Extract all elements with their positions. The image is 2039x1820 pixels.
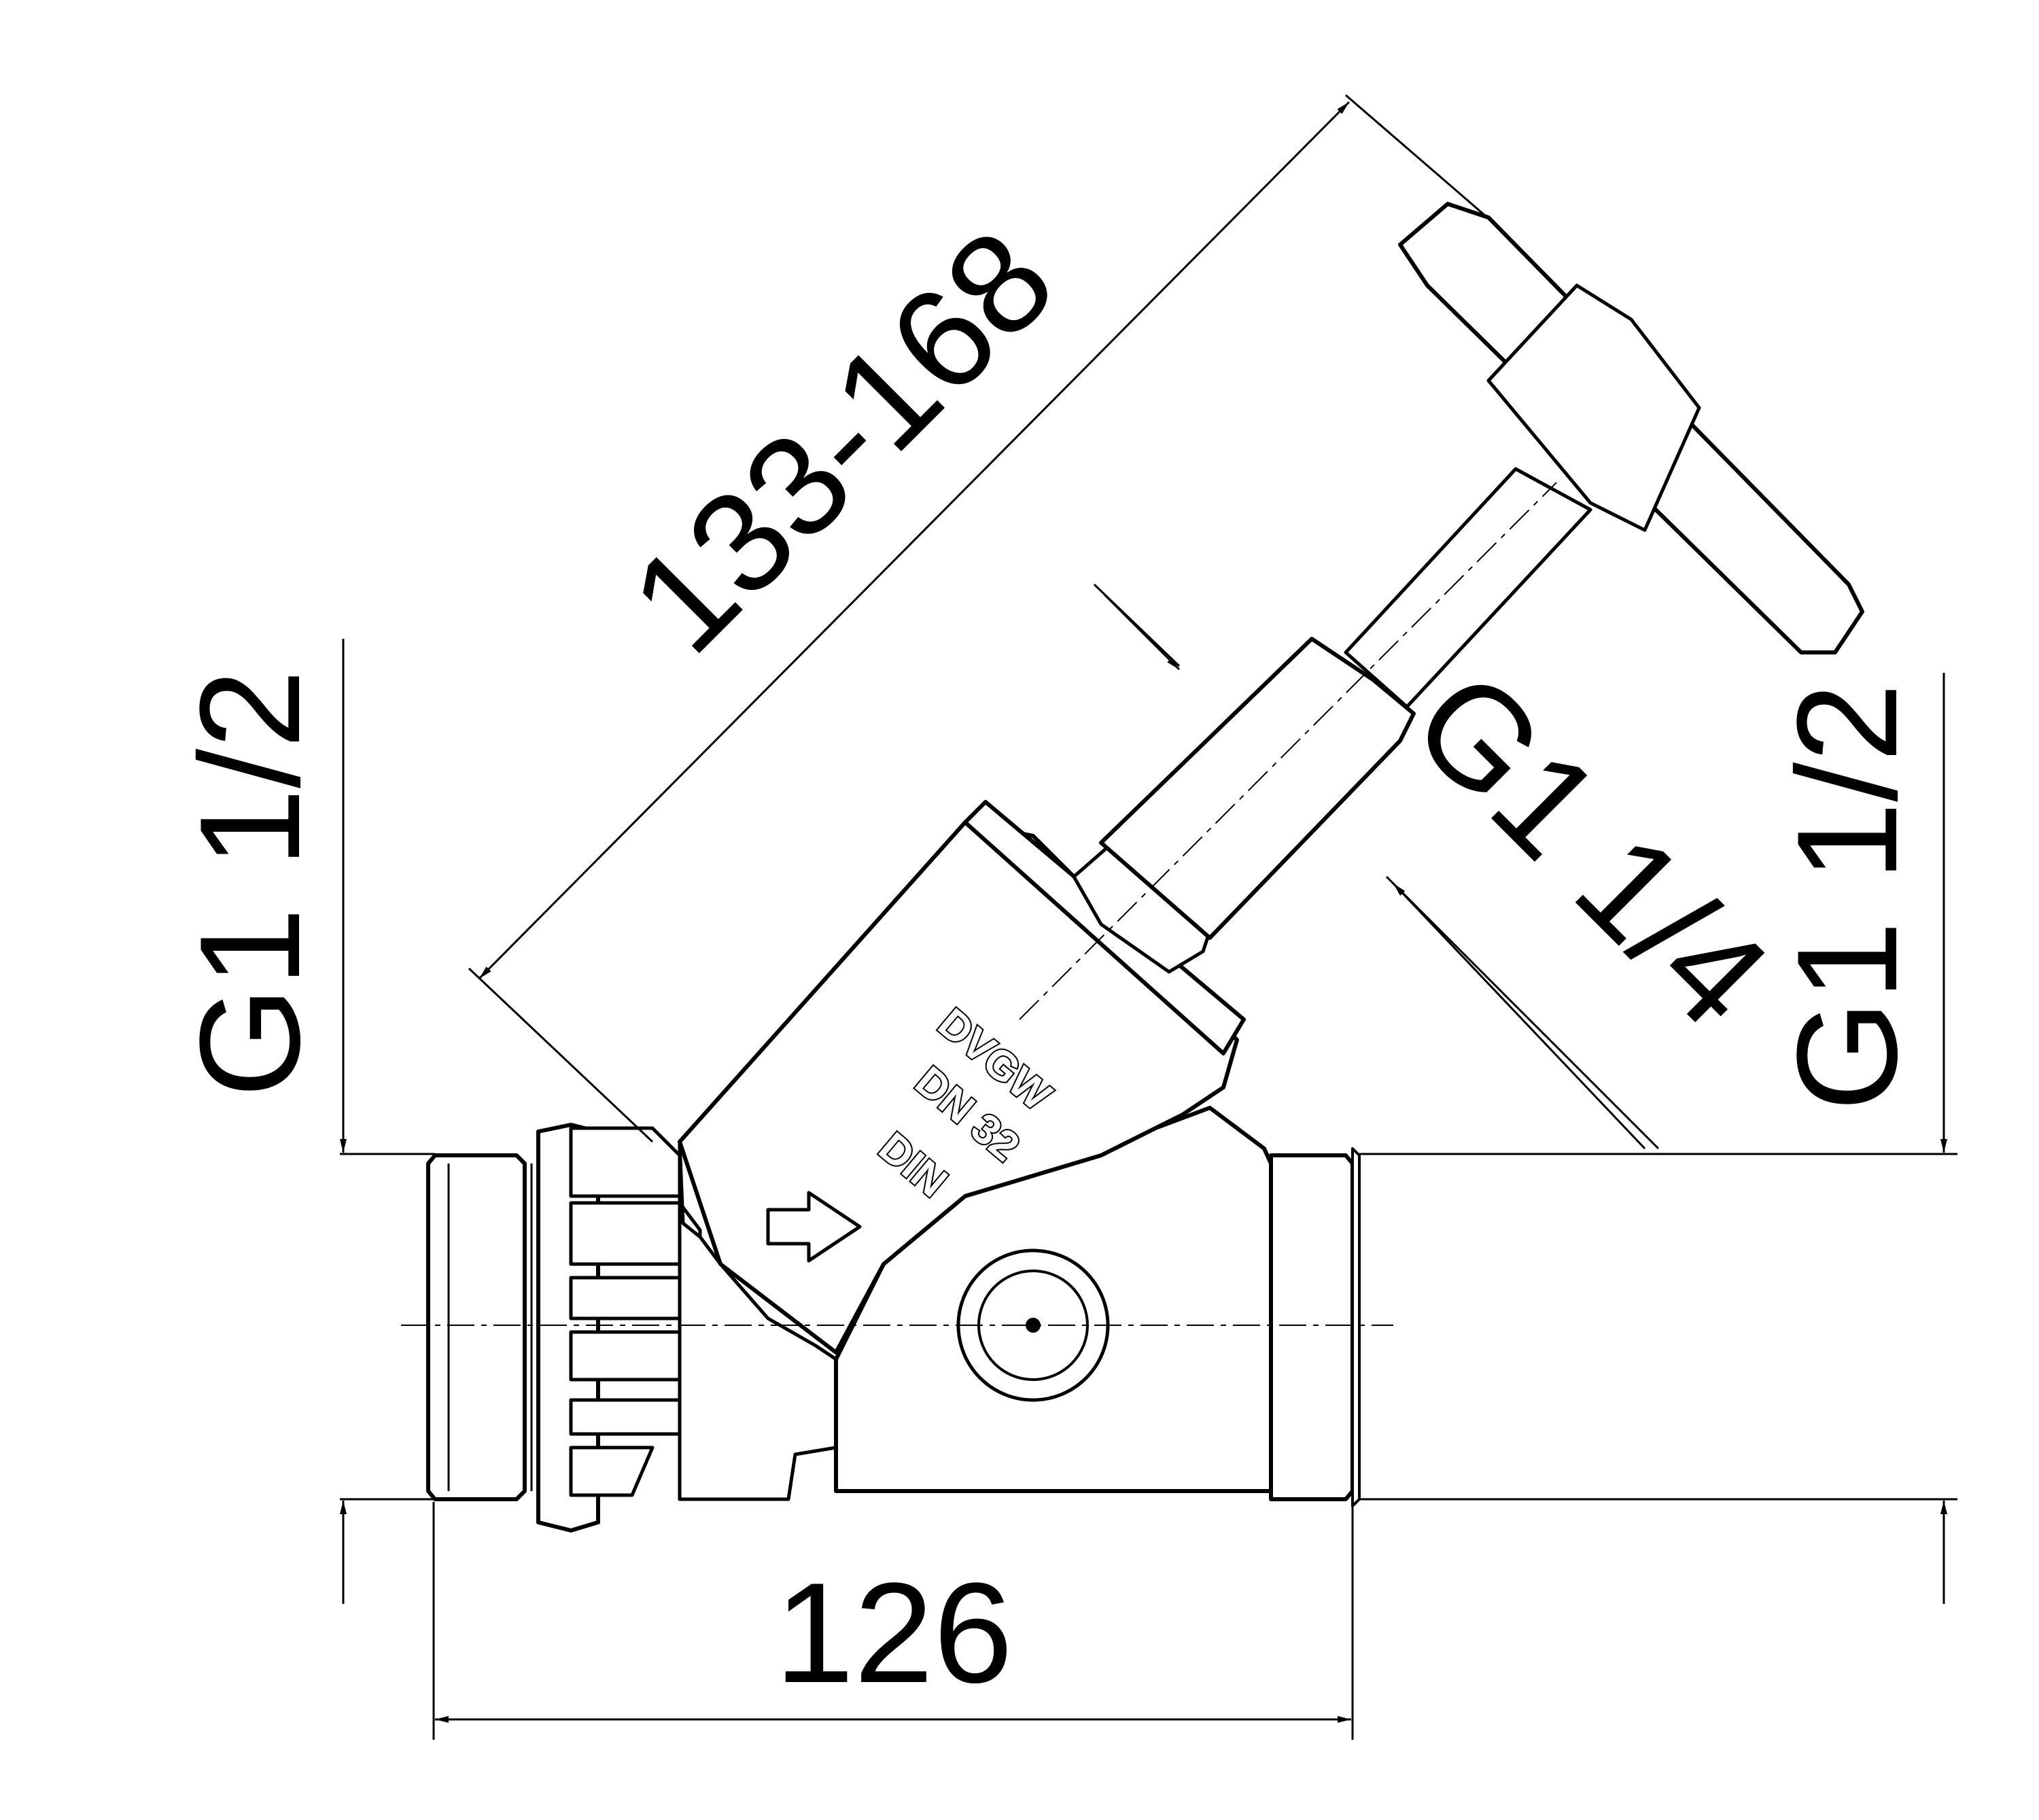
dim-line-g1-1-4-ext	[1385, 875, 1660, 1150]
dim-text-126: 126	[775, 1553, 1013, 1713]
spindle	[1344, 467, 1592, 709]
right-end-pipe	[1269, 1153, 1355, 1501]
right-end-cap	[1351, 1147, 1361, 1507]
dim-text-right-thread: G1 1/2	[1767, 683, 1927, 1111]
handwheel-hub	[1486, 283, 1701, 532]
left-end-cap	[426, 1153, 527, 1501]
dim-line-g1-1-4-upper	[1103, 593, 1181, 671]
dim-text-133-168: 133-168	[600, 199, 1083, 682]
dim-text-left-thread: G1 1/2	[170, 669, 330, 1098]
dim-line-133-168	[478, 101, 1350, 980]
dim-line-g1-1-4-lower	[1392, 882, 1646, 1150]
dimension-lines	[340, 94, 1957, 1740]
flow-direction-arrow	[766, 1191, 862, 1263]
dim-text-bonnet-thread: G1 1/4	[1383, 641, 1799, 1057]
